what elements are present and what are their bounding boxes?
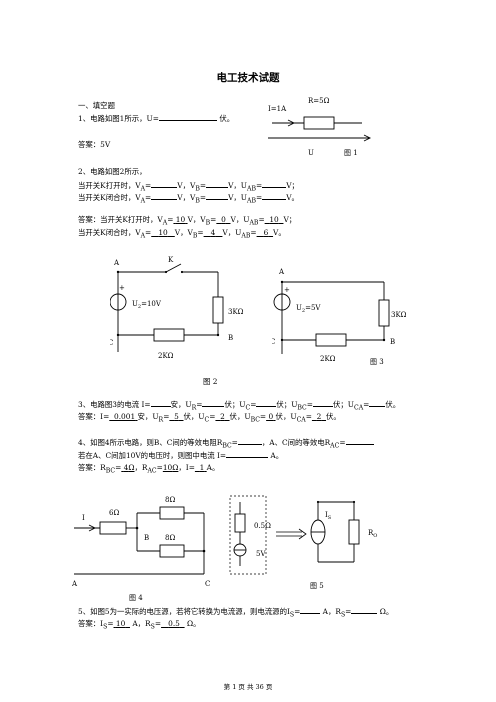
fig5-is-label: IS bbox=[325, 511, 332, 521]
fig3-node-b: B bbox=[390, 338, 395, 346]
answer-5: 答案：IS= 10 A，RS= 0.5 Ω。 bbox=[78, 619, 201, 631]
fig4-node-c: C bbox=[205, 580, 210, 588]
fig4-r3-label: 8Ω bbox=[165, 534, 175, 542]
question-2-open: 当开关K打开时，VA=V，VB=V，UAB=V； bbox=[78, 181, 299, 193]
fig1-resistor-label: R=5Ω bbox=[308, 97, 330, 105]
question-2: 2、电路如图2所示， bbox=[78, 167, 147, 176]
fig4-node-b: B bbox=[144, 534, 149, 542]
fig5-caption: 图 5 bbox=[310, 582, 324, 590]
fig2-r1-label: 3KΩ bbox=[228, 308, 244, 316]
figure-4-circuit: I 6Ω 8Ω 8Ω B A C 图 4 bbox=[72, 496, 210, 602]
question-4-line2: 若在A、C间加10V的电压时，则图中电流 I= A。 bbox=[78, 451, 284, 460]
fig3-node-a: A bbox=[278, 268, 285, 276]
fig3-caption: 图 3 bbox=[370, 358, 384, 366]
fig2-switch-label: K bbox=[168, 256, 174, 264]
answer-3: 答案：I= 0.001 安，UR= 5 伏，UC= 2 伏，UBC= 0 伏，U… bbox=[78, 412, 341, 424]
question-2-closed: 当开关K闭合时，VA=V，VB=V，UAB=V。 bbox=[78, 193, 299, 205]
page-title: 电工技术试题 bbox=[216, 72, 280, 84]
figure-5-circuit: 0.5Ω 5V IS RO 图 5 bbox=[229, 495, 377, 590]
fig4-caption: 图 4 bbox=[129, 594, 143, 602]
fig4-r1-label: 6Ω bbox=[109, 509, 119, 517]
fig2-plus: + bbox=[119, 284, 125, 292]
figure-3-circuit: A + U2=5V 3KΩ C B 2KΩ 图 3 bbox=[272, 268, 407, 366]
fig2-node-a: A bbox=[113, 259, 120, 267]
fig2-r2-label: 2KΩ bbox=[158, 352, 174, 360]
fig3-source-label: U2=5V bbox=[296, 304, 321, 314]
fig3-node-c: C bbox=[272, 338, 275, 346]
figure-2-circuit: A K + U2=10V 3KΩ C B 2KΩ bbox=[110, 256, 244, 360]
fig1-current-label: I=1A bbox=[268, 105, 287, 113]
fig2-node-c: C bbox=[110, 339, 113, 347]
fig5-r-label: 0.5Ω bbox=[254, 522, 271, 530]
question-1: 1、电路如图1所示，U= 伏。 bbox=[78, 114, 235, 123]
question-5: 5、如图5为一实际的电压源，若将它转换为电流源，则电流源的IS= A，RS= Ω… bbox=[78, 607, 394, 619]
fig5-v-label: 5V bbox=[256, 550, 266, 558]
figure-1-circuit: R=5Ω I=1A U 图 1 bbox=[268, 97, 372, 157]
fig1-caption: 图 1 bbox=[344, 149, 358, 157]
fig2-caption: 图 2 bbox=[203, 377, 218, 386]
question-4: 4、如图4所示电路，则B、C间的等效电阻RBC=，A、C间的等效电RAC= bbox=[78, 437, 374, 450]
answer-1: 答案：5V bbox=[78, 140, 111, 149]
fig1-voltage-label: U bbox=[308, 149, 314, 157]
fig4-current-label: I bbox=[82, 514, 85, 522]
fig5-ro-label: RO bbox=[368, 529, 377, 539]
fig3-plus: + bbox=[284, 286, 290, 294]
question-3: 3、电路图3的电流 I=安，UR=伏；UC=伏；UBC=伏；UCA=伏。 bbox=[78, 400, 401, 412]
answer-2-open: 答案：当开关K打开时，VA= 10 V，VB= 0 V，UAB= 10 V； bbox=[78, 215, 297, 227]
fig4-node-a: A bbox=[72, 580, 78, 588]
fig3-r1-label: 3KΩ bbox=[391, 311, 407, 319]
page-footer: 第 1 页 共 36 页 bbox=[223, 683, 273, 691]
answer-4: 答案：RBC= 4Ω，RAC=10Ω，I= 1 A。 bbox=[78, 463, 220, 475]
fig3-r2-label: 2KΩ bbox=[320, 355, 336, 363]
fig2-node-b: B bbox=[228, 334, 233, 342]
fig2-source-label: U2=10V bbox=[132, 300, 162, 310]
section-heading: 一、填空题 bbox=[78, 101, 115, 110]
fig4-r2-label: 8Ω bbox=[165, 496, 175, 504]
answer-2-closed: 当开关K闭合时，VA= 10 V，VB= 4 V，UAB= 6 V。 bbox=[78, 228, 286, 240]
